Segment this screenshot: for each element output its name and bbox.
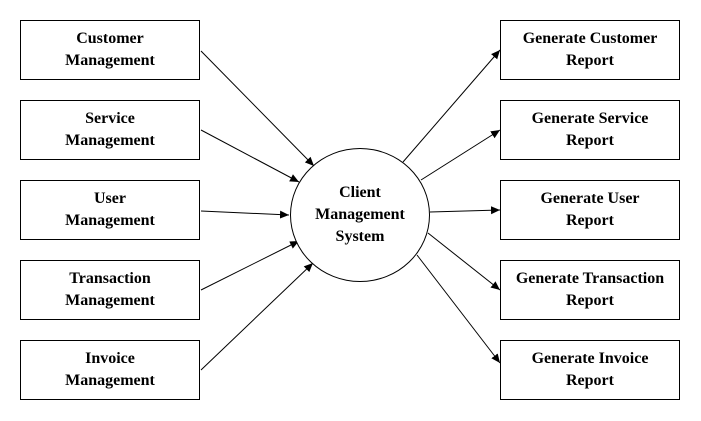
arrow-customer-to-system bbox=[200, 50, 315, 167]
generate-transaction-report-label: Generate Transaction Report bbox=[515, 270, 665, 309]
service-management-label: Service Management bbox=[65, 110, 155, 149]
generate-user-report-label: Generate User Report bbox=[540, 190, 640, 229]
arrow-invoice-to-system bbox=[200, 262, 314, 371]
customer-management-box[interactable]: Customer Management bbox=[20, 20, 200, 80]
generate-service-report-label: Generate Service Report bbox=[531, 110, 649, 149]
arrow-transaction-to-system bbox=[200, 240, 300, 291]
arrow-user-to-system bbox=[200, 210, 290, 219]
user-management-box[interactable]: User Management bbox=[20, 180, 200, 240]
arrow-system-to-service-report bbox=[420, 129, 501, 181]
client-management-system-label: Client Management System bbox=[315, 184, 405, 245]
arrow-system-to-user-report bbox=[429, 206, 501, 215]
transaction-management-label: Transaction Management bbox=[65, 270, 155, 309]
user-management-label: User Management bbox=[65, 190, 155, 229]
invoice-management-box[interactable]: Invoice Management bbox=[20, 340, 200, 400]
transaction-management-box[interactable]: Transaction Management bbox=[20, 260, 200, 320]
client-management-system-node[interactable]: Client Management System bbox=[290, 148, 430, 282]
generate-service-report-box[interactable]: Generate Service Report bbox=[500, 100, 680, 160]
invoice-management-label: Invoice Management bbox=[65, 350, 155, 389]
arrow-system-to-customer-report bbox=[402, 49, 501, 163]
generate-customer-report-box[interactable]: Generate Customer Report bbox=[500, 20, 680, 80]
generate-customer-report-label: Generate Customer Report bbox=[522, 30, 658, 69]
arrow-system-to-transaction-report bbox=[427, 232, 501, 291]
customer-management-label: Customer Management bbox=[65, 30, 155, 69]
arrow-system-to-invoice-report bbox=[416, 254, 501, 364]
generate-invoice-report-label: Generate Invoice Report bbox=[531, 350, 649, 389]
generate-user-report-box[interactable]: Generate User Report bbox=[500, 180, 680, 240]
arrow-service-to-system bbox=[200, 129, 300, 183]
generate-transaction-report-box[interactable]: Generate Transaction Report bbox=[500, 260, 680, 320]
service-management-box[interactable]: Service Management bbox=[20, 100, 200, 160]
generate-invoice-report-box[interactable]: Generate Invoice Report bbox=[500, 340, 680, 400]
